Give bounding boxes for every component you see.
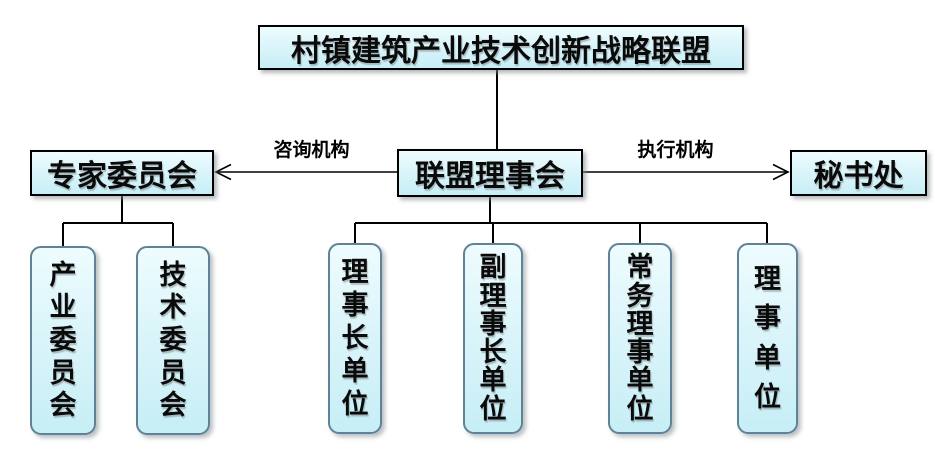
alliance-council-label: 联盟理事会 xyxy=(415,159,565,194)
chairman-unit-label: 理事长单位 xyxy=(341,257,369,420)
expert-committee-label: 专家委员会 xyxy=(47,159,197,194)
expert-committee-node: 专家委员会 xyxy=(30,150,214,196)
secretariat-node: 秘书处 xyxy=(790,150,927,196)
secretariat-label: 秘书处 xyxy=(813,159,904,194)
industry-committee-label: 产业委员会 xyxy=(49,259,77,422)
standing-director-unit-node: 常务理事单位 xyxy=(608,243,672,434)
chairman-unit-node: 理事长单位 xyxy=(328,243,382,434)
alliance-title-node: 村镇建筑产业技术创新战略联盟 xyxy=(258,25,744,70)
executive-arrowhead-icon xyxy=(772,163,790,181)
advisory-edge-label: 咨询机构 xyxy=(273,139,350,161)
standing-director-unit-label: 常务理事单位 xyxy=(626,252,654,425)
advisory-arrowhead-icon xyxy=(214,163,232,181)
technology-committee-node: 技术委员会 xyxy=(136,246,210,435)
alliance-title-label: 村镇建筑产业技术创新战略联盟 xyxy=(291,33,711,69)
director-unit-label: 理事单位 xyxy=(754,263,781,414)
council-subtree-connector xyxy=(354,197,768,244)
vice-chairman-unit-node: 副理事长单位 xyxy=(463,243,523,434)
director-unit-node: 理事单位 xyxy=(737,243,798,434)
executive-edge-label: 执行机构 xyxy=(637,139,714,161)
vice-chairman-unit-label: 副理事长单位 xyxy=(479,252,507,425)
alliance-council-node: 联盟理事会 xyxy=(397,149,583,197)
industry-committee-node: 产业委员会 xyxy=(30,246,96,435)
expert-subtree-connector xyxy=(62,196,174,247)
technology-committee-label: 技术委员会 xyxy=(159,259,187,422)
